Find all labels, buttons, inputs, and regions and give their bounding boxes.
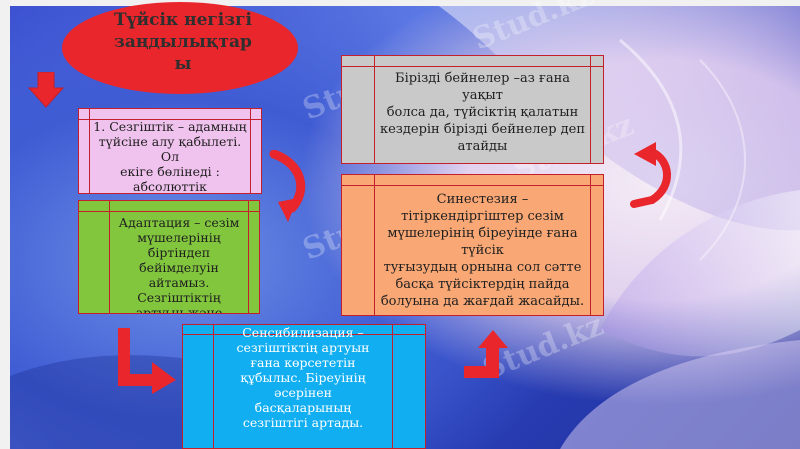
sensitization-box: Сенсибилизация – сезгіштіктің артуын ған… bbox=[182, 324, 426, 449]
arrow-down-icon bbox=[28, 72, 64, 108]
adaptation-box: Адаптация – сезім мүшелерінің біртіндеп … bbox=[78, 200, 260, 314]
l-arrow-icon bbox=[118, 328, 176, 394]
slide-frame-left bbox=[0, 0, 10, 449]
sensitization-text: Сенсибилизация – сезгіштіктің артуын ған… bbox=[236, 325, 370, 430]
sensitivity-box: 1. Сезгіштік – адамның түйсіне алу қабыл… bbox=[78, 108, 262, 194]
series-images-text: Бірізді бейнелер –аз ғана уақыт болса да… bbox=[379, 71, 586, 154]
synesthesia-text: Синестезия – тітіркендіргіштер сезім мүш… bbox=[380, 192, 585, 309]
synesthesia-box: Синестезия – тітіркендіргіштер сезім мүш… bbox=[341, 174, 604, 316]
title-oval bbox=[62, 2, 298, 94]
series-images-box: Бірізді бейнелер –аз ғана уақыт болса да… bbox=[341, 55, 604, 164]
curved-arrow-left-icon bbox=[630, 142, 671, 208]
slide-frame-top bbox=[0, 0, 800, 6]
sensitivity-text: 1. Сезгіштік – адамның түйсіне алу қабыл… bbox=[93, 119, 247, 194]
turn-up-arrow-icon bbox=[464, 330, 508, 378]
adaptation-text: Адаптация – сезім мүшелерінің біртіндеп … bbox=[118, 215, 240, 314]
curved-arrow-icon bbox=[269, 150, 306, 222]
slide-title: Түйсік негізгі заңдылықтар ы bbox=[113, 10, 252, 74]
